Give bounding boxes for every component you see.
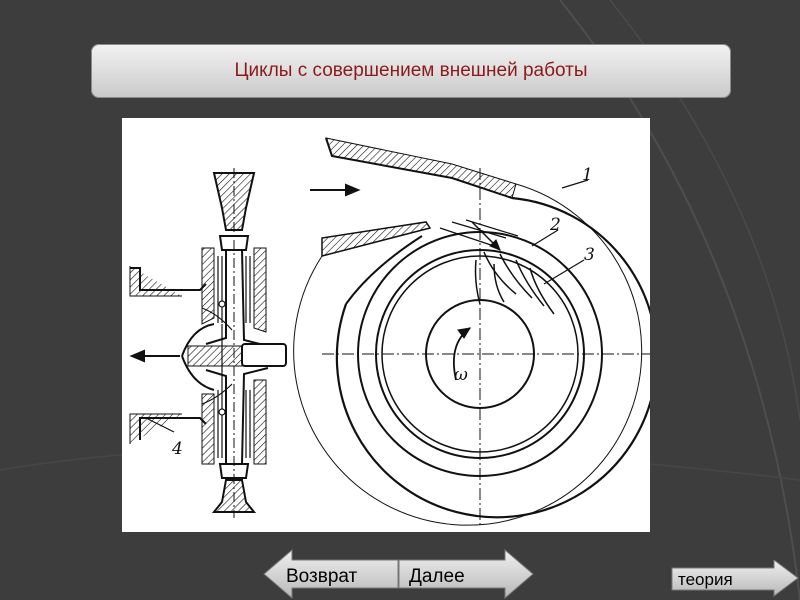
next-button[interactable]: Далее [397, 548, 535, 600]
label-3: 3 [584, 245, 595, 265]
title-bar: Циклы с совершением внешней работы [91, 44, 731, 98]
outflow-arrow [129, 349, 180, 363]
back-button-label: Возврат [286, 566, 358, 587]
label-omega: ω [454, 365, 468, 385]
label-4: 4 [171, 439, 183, 459]
right-arrow-icon [398, 548, 534, 600]
inflow-arrow [310, 183, 361, 197]
compressor-diagram: 4 [122, 118, 650, 532]
theory-button-label: теория [678, 570, 733, 589]
label-2: 2 [549, 215, 561, 235]
side-section-view [129, 168, 287, 518]
back-button[interactable]: Возврат [262, 548, 400, 600]
theory-arrow-icon [671, 560, 799, 597]
label-1: 1 [582, 165, 593, 185]
left-arrow-icon [263, 548, 399, 600]
next-button-label: Далее [409, 566, 465, 587]
slide-title: Циклы с совершением внешней работы [234, 60, 588, 81]
theory-button[interactable]: теория [670, 560, 800, 600]
front-view [293, 137, 650, 528]
